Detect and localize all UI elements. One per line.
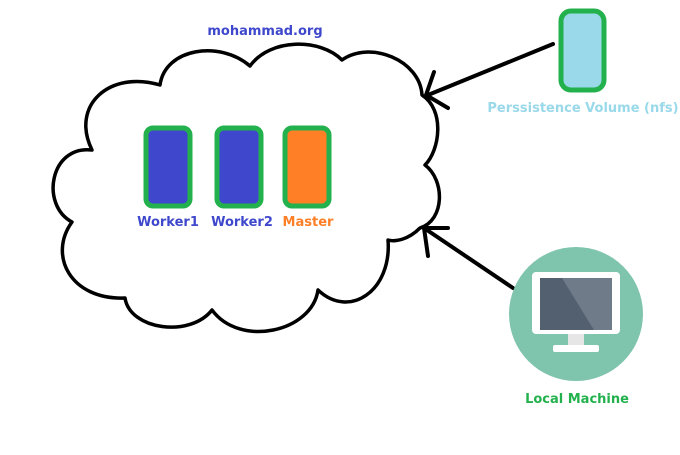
monitor-base [553,345,599,352]
master-node [282,125,332,209]
monitor-neck [568,334,584,345]
worker1-node [143,125,193,209]
worker2-node [214,125,264,209]
local-machine-arrow-line [422,226,515,290]
volume-arrow-head [424,70,450,110]
monitor-screen-glare [562,278,612,330]
local-machine-label: Local Machine [525,392,629,407]
worker1-label: Worker1 [137,215,199,230]
desktop-monitor-icon [509,247,643,381]
master-label: Master [283,215,334,230]
local-machine-arrow-head [422,226,450,258]
persistence-volume-node [558,8,607,93]
site-label: mohammad.org [207,24,322,39]
volume-arrow-line [426,42,555,97]
persistence-volume-label: Perssistence Volume (nfs) [487,101,678,116]
worker2-label: Worker2 [211,215,273,230]
